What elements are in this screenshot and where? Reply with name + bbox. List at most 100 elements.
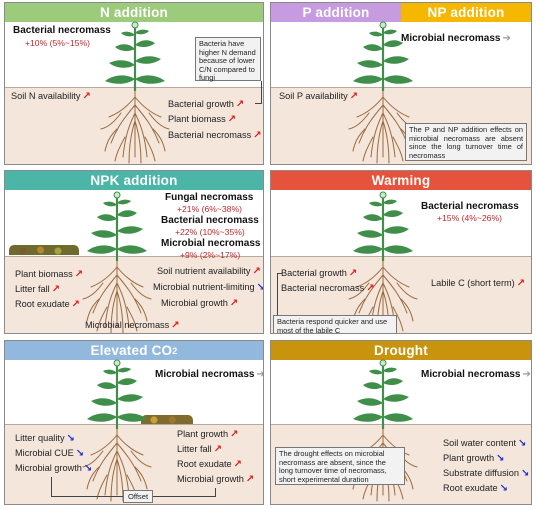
microbial-necromass-value: +9% (2%~17%) [180,250,241,260]
decrease-arrow-icon: ↘ [520,468,530,479]
right-arrow-icon: ➔ [256,369,263,380]
increase-arrow-icon: ↗ [366,283,375,294]
microbial-nutrient-limiting: Microbial nutrient-limiting↘ [153,282,263,293]
litter-pile [141,415,193,424]
bacterial-necromass-title: Bacterial necromass [421,201,519,212]
npk-addition-panel: NPK addition Fungal necromass +21% (6%~3… [4,170,264,334]
soil-nutrient-availability: Soil nutrient availability↗ [157,266,261,277]
offset-connector [51,496,123,497]
increase-arrow-icon: ↗ [245,474,255,485]
right-arrow-icon: ➔ [522,369,531,380]
drought-panel: Drought Microbial necromass➔ The drought… [270,340,532,505]
p-addition-header: P addition [271,3,401,22]
warming-header: Warming [271,171,531,190]
plant-biomass: Plant biomass↗ [168,114,237,125]
elevated-co2-panel: Elevated CO2 Microbial necromass➔ Litter… [4,340,264,505]
litter-fall: Litter fall↗ [15,284,61,295]
soil-n-availability: Soil N availability↗ [11,91,91,102]
np-addition-header: NP addition [401,3,531,22]
n-addition-header: N addition [5,3,263,22]
microbial-growth-right: Microbial growth↗ [177,474,255,485]
bacterial-growth: Bacterial growth↗ [168,99,245,110]
microbial-necromass-title: Microbial necromass➔ [421,369,531,380]
decrease-arrow-icon: ↘ [518,438,527,449]
warming-panel: Warming Bacterial necromass +15% (4%~26%… [270,170,532,334]
decrease-arrow-icon: ↘ [257,282,263,293]
increase-arrow-icon: ↗ [227,114,237,125]
microbial-necromass-title: Microbial necromass [161,238,261,249]
microbial-necromass-soil: Microbial necromass↗ [85,320,180,331]
drought-note: The drought effects on microbial necroma… [275,447,405,485]
n-addition-panel: N addition Bacterial necromass +10% (5%~… [4,2,264,165]
note-connector [255,103,262,104]
offset-connector [51,477,52,496]
soil-water-content: Soil water content↘ [443,438,527,449]
bacterial-necromass-title: Bacterial necromass [161,215,259,226]
litter-quality: Litter quality↘ [15,433,75,444]
microbial-growth: Microbial growth↗ [161,298,239,309]
microbial-necromass-title: Microbial necromass➔ [155,369,263,380]
root-exudate: Root exudate↗ [15,299,81,310]
litter-pile [9,245,79,255]
n-demand-note: Bacteria have higher N demand because of… [195,37,261,82]
litter-fall: Litter fall↗ [177,444,223,455]
p-addition-panel: P addition NP addition Microbial necroma… [270,2,532,165]
root-exudate: Root exudate↘ [443,483,509,494]
right-arrow-icon: ➔ [502,33,511,44]
decrease-arrow-icon: ↘ [75,448,85,459]
root-exudate: Root exudate↗ [177,459,243,470]
bracket-line [277,273,278,315]
bacterial-necromass-value: +22% (10%~35%) [175,227,245,237]
plant-growth: Plant growth↘ [443,453,505,464]
warming-note: Bacteria respond quicker and use most of… [273,315,397,333]
npk-addition-header: NPK addition [5,171,263,190]
decrease-arrow-icon: ↘ [66,433,75,444]
plant-icon [343,187,423,334]
bacterial-necromass-soil: Bacterial necromass↗ [168,130,262,141]
fungal-necromass-value: +21% (6%~38%) [177,204,242,214]
increase-arrow-icon: ↗ [516,278,526,289]
increase-arrow-icon: ↗ [74,269,84,280]
bacterial-growth: Bacterial growth↗ [281,268,358,279]
offset-box: Offset [123,490,153,503]
offset-connector [215,488,216,497]
decrease-arrow-icon: ↘ [496,453,505,464]
plant-growth: Plant growth↗ [177,429,239,440]
plant-icon [77,355,157,505]
increase-arrow-icon: ↗ [230,429,239,440]
offset-connector [153,496,216,497]
p-np-note: The P and NP addition effects on microbi… [405,123,527,161]
increase-arrow-icon: ↗ [82,91,91,102]
bracket-line [277,273,282,274]
increase-arrow-icon: ↗ [171,320,180,331]
drought-header: Drought [271,341,531,360]
decrease-arrow-icon: ↘ [499,483,509,494]
increase-arrow-icon: ↗ [51,284,61,295]
substrate-diffusion: Substrate diffusion↘ [443,468,530,479]
microbial-growth-left: Microbial growth↘ [15,463,93,474]
increase-arrow-icon: ↗ [71,299,81,310]
microbial-necromass-title: Microbial necromass➔ [401,33,511,44]
bacterial-necromass-value: +10% (5%~15%) [25,38,90,48]
increase-arrow-icon: ↗ [233,459,243,470]
plant-biomass: Plant biomass↗ [15,269,84,280]
labile-c: Labile C (short term)↗ [431,278,526,289]
bacterial-necromass-value: +15% (4%~26%) [437,213,502,223]
note-connector [261,81,262,103]
plant-icon [95,17,175,165]
increase-arrow-icon: ↗ [213,444,223,455]
plant-icon [77,187,157,334]
increase-arrow-icon: ↗ [253,130,262,141]
increase-arrow-icon: ↗ [349,91,359,102]
increase-arrow-icon: ↗ [348,268,358,279]
increase-arrow-icon: ↗ [235,99,245,110]
bacterial-necromass-title: Bacterial necromass [13,25,111,36]
decrease-arrow-icon: ↘ [83,463,93,474]
increase-arrow-icon: ↗ [252,266,261,277]
microbial-cue: Microbial CUE↘ [15,448,85,459]
bacterial-necromass-soil: Bacterial necromass↗ [281,283,375,294]
increase-arrow-icon: ↗ [229,298,239,309]
fungal-necromass-title: Fungal necromass [165,192,254,203]
soil-p-availability: Soil P availability↗ [279,91,359,102]
